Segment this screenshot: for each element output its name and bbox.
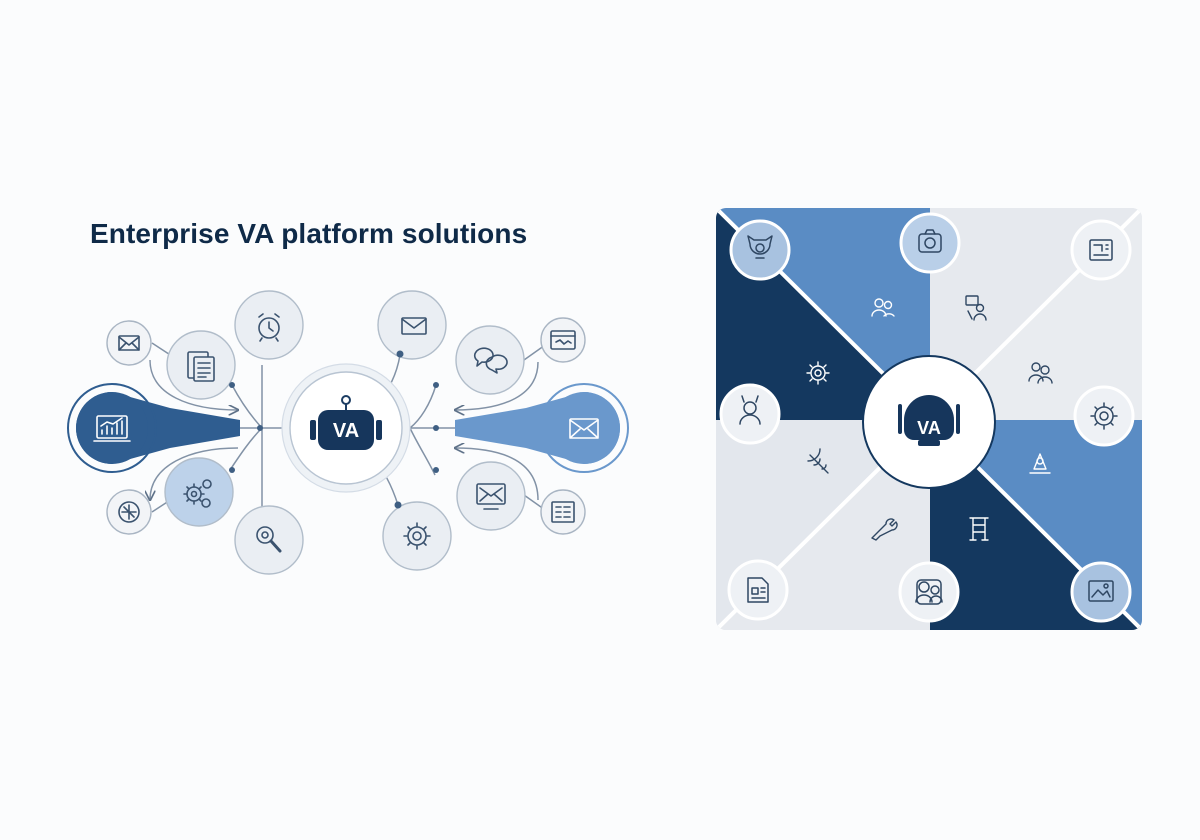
chart-icon [93,415,131,442]
blueprint-node[interactable] [1070,219,1132,281]
right-diagram: VA [716,208,1142,630]
envelope-icon [118,335,140,351]
team-node[interactable] [898,561,960,623]
gears-icon [183,479,212,508]
hub-label: VA [917,418,941,438]
envelope-icon [569,418,599,439]
camera-badge-icon [918,229,942,253]
ladder-icon [969,517,989,541]
analytics-ring [67,383,157,473]
mail-node-outer[interactable] [106,320,152,366]
page-title: Enterprise VA platform solutions [90,218,528,249]
va-robot-icon: VA [898,395,960,446]
search-node[interactable] [234,505,304,575]
people-icon [1028,362,1053,384]
mail-right-ring [539,383,629,473]
monitor-mail-icon [476,483,506,510]
presenter-icon [965,295,987,321]
document-grid-icon [747,577,769,603]
image-frame-icon [1088,580,1114,602]
person-pin-icon [1029,453,1051,474]
gears-node[interactable] [164,457,234,527]
mail-node-right[interactable] [548,392,620,464]
chat-bubbles-icon [473,347,508,374]
junction-dots [229,350,439,509]
search-icon [256,526,282,553]
alarm-clock-icon [258,313,280,342]
camera-badge-node[interactable] [899,212,961,274]
team-icon [915,579,943,605]
browser-node[interactable] [540,317,586,363]
cat-badge-icon [747,235,773,259]
gear-icon [1090,402,1118,430]
hub-label: VA [333,420,359,442]
va-robot-icon: VA [310,395,382,450]
dashboard-icon [118,501,140,523]
blueprint-icon [1089,239,1113,261]
settings-node-right[interactable] [1073,385,1135,447]
form-icon [551,501,575,523]
mail-node-top[interactable] [377,290,447,360]
user-profile-icon [739,395,761,425]
left-diagram: VA [67,290,629,575]
settings-node[interactable] [382,501,452,571]
cat-badge-node[interactable] [729,219,791,281]
form-node[interactable] [540,489,586,535]
gear-icon [403,522,431,550]
users-icon [871,298,895,317]
browser-window-icon [550,330,576,350]
wrench-icon [871,518,898,541]
document-icon [187,351,215,382]
gear-icon [806,361,830,385]
satellite-icon [807,448,829,474]
envelope-icon [401,317,427,335]
